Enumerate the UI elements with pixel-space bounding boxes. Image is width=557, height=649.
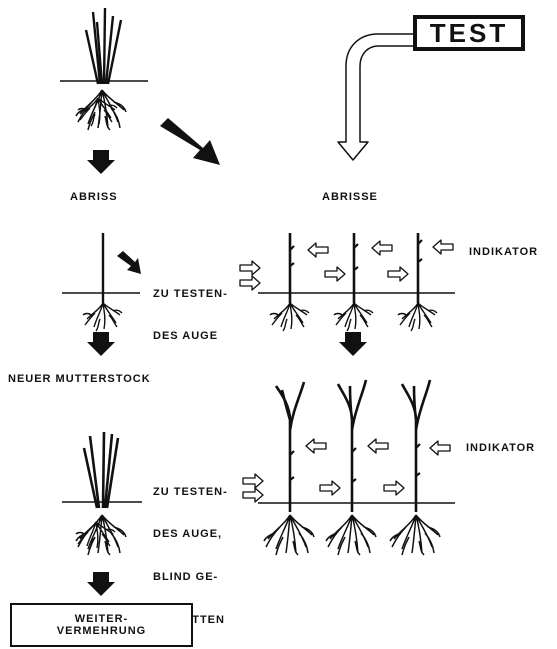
zu-testen-label-top: ZU TESTEN- DES AUGE bbox=[153, 258, 228, 372]
single-cutting bbox=[62, 233, 140, 331]
indikator-label-bottom: INDIKATOR bbox=[466, 441, 535, 455]
pointer-arrow-icon bbox=[117, 251, 141, 274]
label-arrow-icon bbox=[240, 261, 260, 290]
mother-plant bbox=[60, 8, 148, 130]
abrisse-label: ABRISSE bbox=[322, 190, 378, 204]
diagonal-arrow-icon bbox=[160, 118, 220, 165]
down-arrow-icon bbox=[87, 572, 115, 596]
down-arrow-icon bbox=[339, 332, 367, 356]
down-arrow-icon bbox=[87, 150, 115, 174]
abriss-label: ABRISS bbox=[70, 190, 118, 204]
indikator-label-top: INDIKATOR bbox=[469, 245, 538, 259]
weitervermehrung-line-1: WEITER- bbox=[75, 613, 128, 625]
test-box: TEST bbox=[413, 15, 525, 51]
new-mother-plant bbox=[62, 432, 142, 555]
grown-plants-row bbox=[258, 380, 455, 555]
curved-arrow-icon bbox=[338, 34, 413, 160]
weitervermehrung-box: WEITER- VERMEHRUNG bbox=[10, 603, 193, 647]
neuer-mutterstock-label: NEUER MUTTERSTOCK bbox=[8, 372, 151, 386]
test-cuttings-row bbox=[258, 233, 455, 331]
label-arrow-icon bbox=[243, 474, 263, 502]
down-arrow-icon bbox=[87, 332, 115, 356]
test-label: TEST bbox=[430, 18, 508, 49]
weitervermehrung-line-2: VERMEHRUNG bbox=[57, 625, 146, 637]
